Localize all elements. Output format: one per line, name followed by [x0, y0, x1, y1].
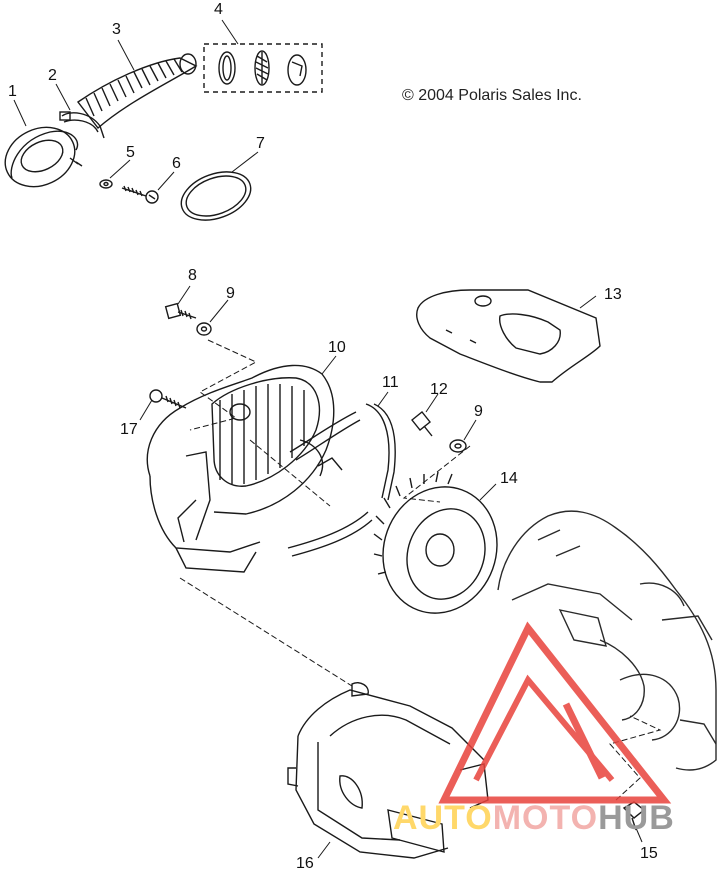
callout-2: 2	[48, 67, 57, 84]
part-12-bolt	[411, 411, 433, 437]
callout-17: 17	[120, 421, 138, 438]
leader-lines	[13, 19, 662, 859]
part-15-screw	[622, 801, 646, 831]
part-10-fan-housing	[146, 364, 343, 573]
callout-4: 4	[214, 1, 223, 18]
watermark-word-auto: AUTO	[393, 799, 493, 837]
part-9-washer-lower	[449, 439, 467, 453]
part-17-bolt	[149, 389, 187, 409]
watermark-brand: AUTOMOTOHUB	[393, 799, 675, 838]
part-1-intake-cap	[4, 126, 83, 188]
callout-10: 10	[328, 339, 346, 356]
part-13-gasket	[416, 289, 601, 383]
callout-9-upper: 9	[226, 285, 235, 302]
part-16-shroud	[287, 682, 489, 859]
callout-1: 1	[8, 83, 17, 100]
callout-12: 12	[430, 381, 448, 398]
callout-13: 13	[604, 286, 622, 303]
callout-3: 3	[112, 21, 121, 38]
part-4-filter-kit	[203, 43, 323, 93]
watermark-word-hub: HUB	[598, 799, 675, 837]
watermark-logo-triangle	[438, 621, 672, 804]
engine-block	[497, 510, 717, 771]
watermark-word-moto: MOTO	[492, 799, 599, 837]
callout-14: 14	[500, 470, 518, 487]
part-9-washer-upper	[196, 322, 212, 336]
part-11-hose	[287, 403, 396, 557]
callout-8: 8	[188, 267, 197, 284]
part-5-washer	[99, 179, 113, 189]
callout-5: 5	[126, 144, 135, 161]
part-14-flywheel	[373, 471, 498, 614]
callout-16: 16	[296, 855, 314, 872]
callout-9-lower: 9	[474, 403, 483, 420]
callout-11: 11	[382, 374, 399, 391]
callout-6: 6	[172, 155, 181, 172]
part-3-duct-hose	[76, 53, 198, 130]
callout-7: 7	[256, 135, 265, 152]
part-8-bolt	[164, 302, 197, 320]
part-7-o-ring	[180, 171, 252, 221]
callout-15: 15	[640, 845, 658, 862]
part-6-screw	[121, 185, 159, 204]
copyright-notice: © 2004 Polaris Sales Inc.	[402, 87, 582, 104]
